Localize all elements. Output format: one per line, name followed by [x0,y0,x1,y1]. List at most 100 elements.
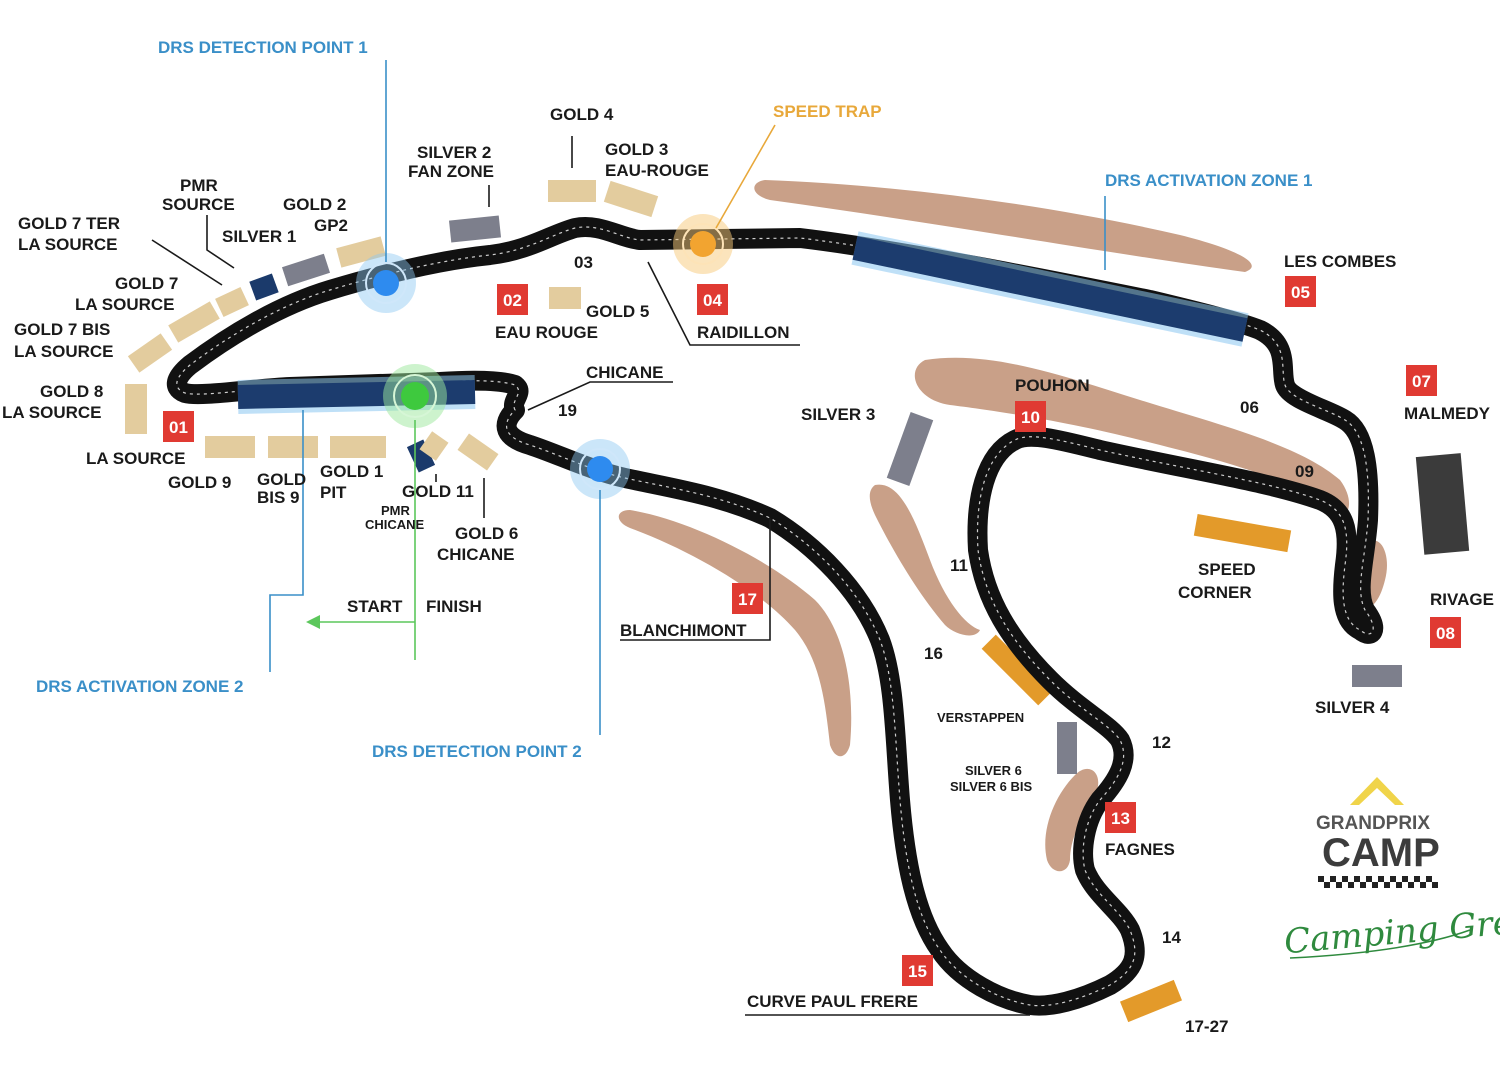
turn-number-01: 01 [169,418,188,437]
label-pmr-source-2: SOURCE [162,195,235,214]
runoff-blanchimont [618,510,852,757]
leader-blanchimont [620,518,771,641]
label-drs-detection-1: DRS DETECTION POINT 1 [158,38,368,57]
turn-numbers-plain: 03 06 09 11 12 14 16 19 17-27 [558,253,1314,1036]
stand-gold-7bis-b [168,301,220,343]
turn-number-04: 04 [703,291,722,310]
turn-number-13: 13 [1111,809,1130,828]
label-gold5: GOLD 5 [586,302,649,321]
label-speed-trap: SPEED TRAP [773,102,882,121]
stand-silver-3 [886,412,934,486]
checker-square [1354,876,1360,882]
turn-number-02: 02 [503,291,522,310]
stand-silver-1 [281,253,331,287]
runoff-pouhon [914,357,1350,516]
drs-detection-2-ring [579,448,621,490]
label-silver6-1: SILVER 6 [965,763,1022,778]
turn-markers: 01 02 04 05 07 08 10 13 15 17 [163,276,1461,986]
logo-tent-icon [1350,777,1404,805]
label-gold7bis-2: LA SOURCE [14,342,114,361]
start-finish-labels: START FINISH [347,597,482,616]
turn-box-10 [1015,401,1046,432]
label-pmr-source-1: PMR [180,176,218,195]
logo-swoosh [1289,929,1471,959]
drs-detection-1-ring [365,262,407,304]
label-gold7ter-1: GOLD 7 TER [18,214,120,233]
checker-square [1414,876,1420,882]
label-curve-paul-frere: CURVE PAUL FRERE [747,992,918,1011]
turn-19: 19 [558,401,577,420]
drs-zone-1 [852,236,1248,342]
turn-box-13 [1105,802,1136,833]
turn-number-05: 05 [1291,283,1310,302]
label-goldbis9-1: GOLD [257,470,306,489]
label-start: START [347,597,403,616]
logo-checkered-flag-icon [1318,876,1438,888]
turn-box-05 [1285,276,1316,307]
label-pmr-chicane-2: CHICANE [365,517,425,532]
turn-number-15: 15 [908,962,927,981]
start-finish-dot [401,382,429,410]
leader-raidillon [647,261,800,346]
label-malmedy: MALMEDY [1404,404,1491,423]
stand-17-27 [1119,979,1183,1023]
turn-box-17 [732,583,763,614]
label-pouhon: POUHON [1015,376,1090,395]
label-gold6-1: GOLD 6 [455,524,518,543]
checker-square [1360,882,1366,888]
checker-square [1336,882,1342,888]
leader-lines [151,60,1106,1016]
stand-gold-bis9 [268,436,318,458]
turn-box-15 [902,955,933,986]
label-gold7-1: GOLD 7 [115,274,178,293]
grandstands [125,180,1470,1023]
checker-square [1324,882,1330,888]
race-track [166,217,1384,1016]
turn-06: 06 [1240,398,1259,417]
stand-silver-4 [1352,665,1402,687]
turn-12: 12 [1152,733,1171,752]
checker-square [1384,882,1390,888]
label-chicane: CHICANE [586,363,663,382]
label-drs-activation-1: DRS ACTIVATION ZONE 1 [1105,171,1312,190]
markers [356,214,733,499]
checker-square [1390,876,1396,882]
label-les-combes: LES COMBES [1284,252,1396,271]
stand-pmr-chicane [406,439,436,473]
label-silver4: SILVER 4 [1315,698,1390,717]
stand-gold-5 [549,287,581,309]
checker-square [1432,882,1438,888]
label-blanchimont: BLANCHIMONT [620,621,747,640]
label-gold7-2: LA SOURCE [75,295,175,314]
turn-16: 16 [924,644,943,663]
track-center-dashes [176,226,1374,1007]
checker-square [1426,876,1432,882]
checker-square [1318,876,1324,882]
label-rivage: RIVAGE [1430,590,1494,609]
corner-labels: LA SOURCE EAU ROUGE RAIDILLON LES COMBES… [86,252,1494,1011]
turn-11: 11 [950,556,968,575]
leader-pmr-source [206,215,235,269]
checker-square [1408,882,1414,888]
runoff-areas [618,180,1388,872]
label-gold3-2: EAU-ROUGE [605,161,709,180]
runoff-kemmel [754,180,1252,272]
leader-gold7ter [151,239,223,286]
label-gold2-1: GOLD 2 [283,195,346,214]
speed-trap-ring [682,223,724,265]
runoff-fagnes [1045,768,1099,872]
track-outline [166,217,1384,1016]
turn-14: 14 [1162,928,1181,947]
turn-17-27: 17-27 [1185,1017,1228,1036]
turn-number-07: 07 [1412,372,1431,391]
stand-gold-9 [205,436,255,458]
checker-square [1366,876,1372,882]
checker-square [1378,876,1384,882]
label-gold11: GOLD 11 [402,482,474,501]
label-gold2-2: GP2 [314,216,348,235]
label-speed-corner-2: CORNER [1178,583,1252,602]
turn-box-01 [163,411,194,442]
label-pmr-chicane-1: PMR [381,503,411,518]
label-speed-corner-1: SPEED [1198,560,1256,579]
label-drs-detection-2: DRS DETECTION POINT 2 [372,742,582,761]
